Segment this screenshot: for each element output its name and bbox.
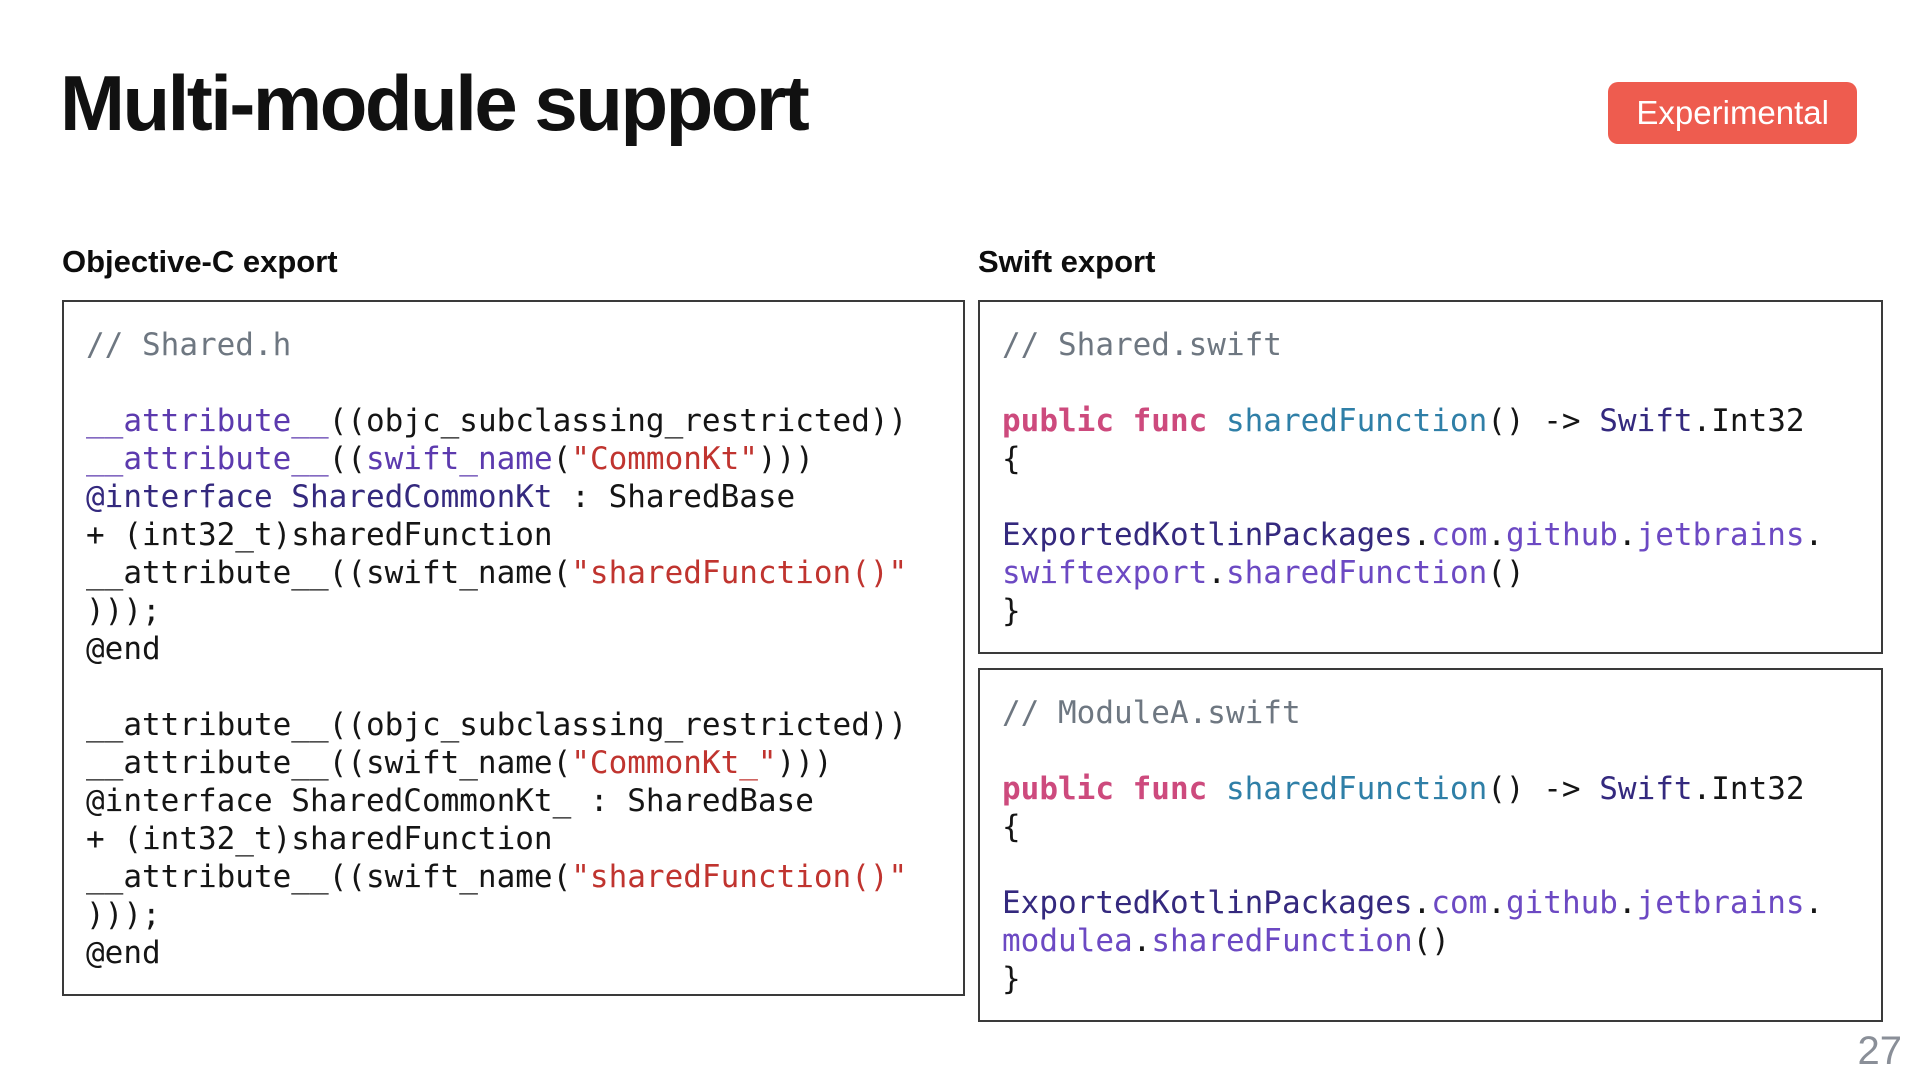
code-line	[1002, 364, 1869, 402]
code-line: )));	[86, 897, 161, 933]
code-line: + (int32_t)sharedFunction	[86, 517, 553, 553]
code-line: public func sharedFunction() -> Swift.In…	[1002, 771, 1805, 807]
code-line: __attribute__((swift_name("sharedFunctio…	[86, 555, 908, 591]
code-line: modulea.sharedFunction()	[1002, 923, 1450, 959]
code-line: )));	[86, 593, 161, 629]
code-line: __attribute__((swift_name("CommonKt")))	[86, 441, 814, 477]
objc-code: // Shared.h __attribute__((objc_subclass…	[86, 326, 951, 972]
code-line	[1002, 478, 1869, 516]
code-line: __attribute__((objc_subclassing_restrict…	[86, 403, 908, 439]
code-line: swiftexport.sharedFunction()	[1002, 555, 1525, 591]
page-title: Multi-module support	[60, 59, 810, 147]
objc-export-heading: Objective-C export	[62, 244, 338, 279]
objc-export-section: Objective-C export // Shared.h __attribu…	[62, 240, 965, 1010]
code-line: {	[1002, 441, 1021, 477]
code-line: // Shared.swift	[1002, 327, 1282, 363]
code-line: __attribute__((swift_name("CommonKt_")))	[86, 745, 833, 781]
code-line: __attribute__((swift_name("sharedFunctio…	[86, 859, 908, 895]
code-line: // Shared.h	[86, 327, 292, 363]
code-line	[86, 364, 951, 402]
code-line: @interface SharedCommonKt_ : SharedBase	[86, 783, 814, 819]
code-line	[1002, 846, 1869, 884]
code-line	[86, 668, 951, 706]
page-number: 27	[1857, 1029, 1903, 1073]
code-line: }	[1002, 593, 1021, 629]
objc-code-box: // Shared.h __attribute__((objc_subclass…	[62, 300, 965, 996]
code-line: // ModuleA.swift	[1002, 695, 1301, 731]
code-line: @end	[86, 631, 161, 667]
experimental-badge: Experimental	[1608, 82, 1857, 144]
code-line: }	[1002, 961, 1021, 997]
code-line: ExportedKotlinPackages.com.github.jetbra…	[1002, 885, 1824, 921]
code-line: public func sharedFunction() -> Swift.In…	[1002, 403, 1805, 439]
code-line: {	[1002, 809, 1021, 845]
code-line: @interface SharedCommonKt : SharedBase	[86, 479, 796, 515]
code-line: ExportedKotlinPackages.com.github.jetbra…	[1002, 517, 1824, 553]
code-line: + (int32_t)sharedFunction	[86, 821, 553, 857]
swift-export-section: Swift export // Shared.swift public func…	[978, 240, 1883, 1036]
swift-shared-code-box: // Shared.swift public func sharedFuncti…	[978, 300, 1883, 654]
swift-export-heading: Swift export	[978, 244, 1156, 279]
swift-modulea-code-box: // ModuleA.swift public func sharedFunct…	[978, 668, 1883, 1022]
swift-shared-code: // Shared.swift public func sharedFuncti…	[1002, 326, 1869, 630]
swift-modulea-code: // ModuleA.swift public func sharedFunct…	[1002, 694, 1869, 998]
code-line: @end	[86, 935, 161, 971]
code-line	[1002, 732, 1869, 770]
code-line: __attribute__((objc_subclassing_restrict…	[86, 707, 908, 743]
